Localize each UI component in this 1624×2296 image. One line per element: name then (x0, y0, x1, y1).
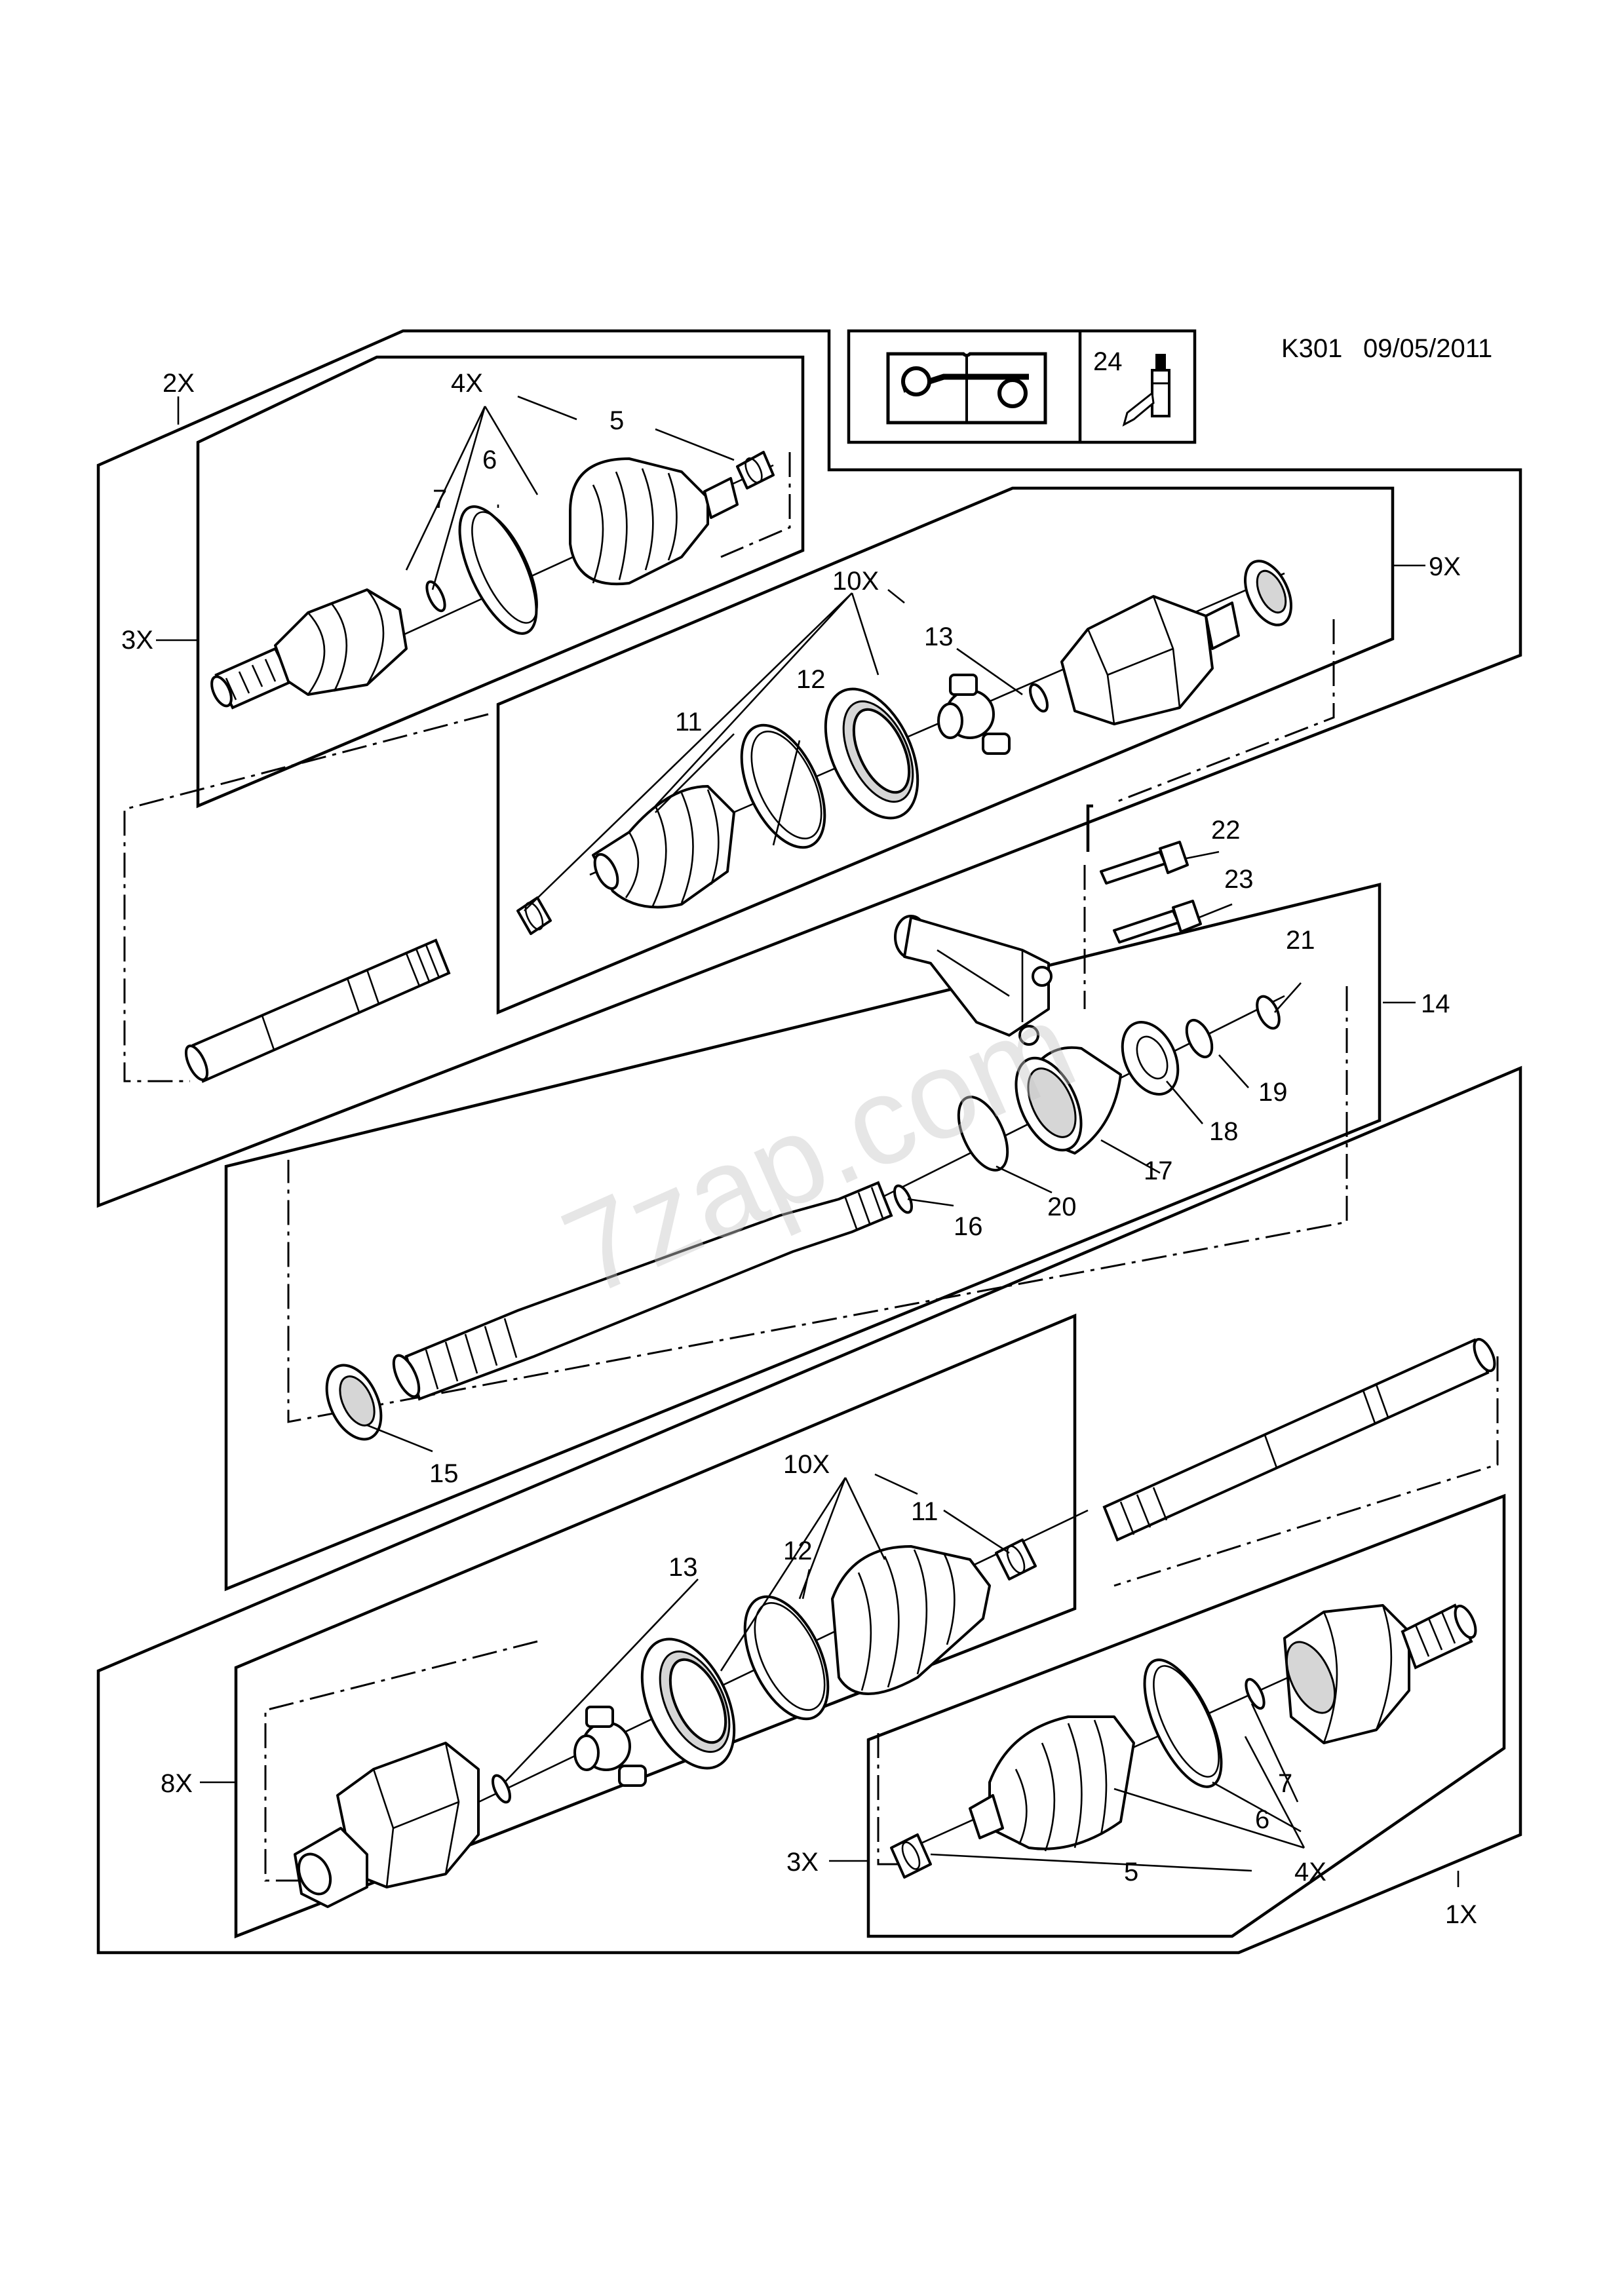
clamp-5-bottom (890, 1833, 932, 1879)
callout-15: 15 (429, 1459, 459, 1488)
callout-1x: 1X (1445, 1900, 1477, 1929)
lubricant-bottle-icon (1122, 354, 1170, 427)
circlip-20 (957, 1096, 1009, 1172)
boot-10x-bottom (831, 1545, 991, 1695)
callout-18: 18 (1209, 1117, 1239, 1146)
callout-5-top: 5 (609, 406, 624, 435)
callout-19: 19 (1258, 1078, 1288, 1107)
callout-20: 20 (1047, 1193, 1077, 1221)
leader-lines (156, 395, 1460, 1887)
frame-inner-joint-bottom (234, 1313, 1077, 1939)
circlip-21 (1256, 995, 1281, 1030)
dash-bottom-joint (877, 1733, 898, 1866)
callout-12-top: 12 (796, 665, 826, 694)
frame-bearing-bracket (1086, 804, 1093, 852)
dash-right-top (1113, 619, 1335, 804)
tripod-spider-bottom (573, 1706, 647, 1787)
tripod-housing-top (1060, 595, 1240, 725)
bolt-22 (1100, 841, 1189, 885)
callout-6-bottom: 6 (1255, 1805, 1269, 1834)
bolt-23 (1113, 900, 1202, 944)
callout-23: 23 (1224, 865, 1254, 894)
callout-2x: 2X (163, 369, 195, 398)
callout-8x: 8X (161, 1769, 193, 1798)
callout-4x-top: 4X (451, 369, 483, 398)
callout-10x-bottom: 10X (783, 1450, 830, 1479)
dash-left-long (123, 713, 489, 1082)
clamp-ring-12-bottom (743, 1595, 830, 1721)
bearing-18 (1121, 1021, 1180, 1096)
frame-outer-joint-top (196, 355, 805, 809)
frame-assembly-2x (96, 329, 1522, 1208)
callout-12-bottom: 12 (783, 1537, 813, 1565)
callout-4x-bottom: 4X (1294, 1858, 1326, 1886)
frame-inner-joint-top (496, 486, 1395, 1015)
boot-4x-bottom (969, 1715, 1135, 1852)
frame-outer-joint-bottom (866, 1493, 1506, 1938)
outer-cv-joint-bottom (1283, 1603, 1477, 1744)
callout-6-top: 6 (482, 446, 497, 474)
callout-10x-top: 10X (832, 567, 879, 596)
boot-ring-bottom (640, 1637, 736, 1770)
callout-7-top: 7 (433, 485, 447, 514)
diagram-date: 09/05/2011 (1363, 334, 1492, 363)
boot-10x-top (592, 785, 735, 909)
legend-box (847, 329, 1197, 444)
circlip-16 (893, 1184, 913, 1214)
clamp-11-top (516, 896, 552, 935)
circlip-13-top (1029, 683, 1049, 713)
bearing-bracket-14 (894, 915, 1053, 1046)
circlip-13-bottom (492, 1774, 511, 1804)
frame-assembly-1x (96, 1065, 1522, 1955)
clamp-5-top (736, 451, 775, 489)
callout-3x-bottom: 3X (786, 1848, 819, 1877)
callout-13-top: 13 (924, 622, 954, 651)
callout-22: 22 (1211, 816, 1241, 845)
callout-14: 14 (1421, 989, 1450, 1018)
callout-13-bottom: 13 (668, 1553, 698, 1582)
clamp-11-bottom (995, 1539, 1037, 1580)
intermediate-shaft (392, 1181, 893, 1401)
circlip-19 (1185, 1018, 1214, 1059)
seal-15 (325, 1364, 383, 1441)
boot-4x-top (569, 457, 739, 586)
circlip-7-top (425, 580, 446, 613)
tripod-housing-bottom (294, 1742, 480, 1908)
tripod-spider-top (937, 674, 1011, 755)
callout-9x: 9X (1429, 552, 1461, 581)
callout-11-top: 11 (675, 708, 703, 737)
callout-17: 17 (1144, 1157, 1173, 1185)
repair-manual-icon (886, 352, 1047, 425)
circlip-7-bottom (1245, 1677, 1266, 1710)
boot-ring-top (824, 687, 919, 820)
drive-shaft-top (184, 938, 451, 1083)
clamp-ring-6-top (458, 505, 538, 635)
outer-cv-joint-top (210, 588, 408, 710)
callout-21: 21 (1286, 926, 1315, 955)
drive-shaft-bottom (1102, 1337, 1496, 1542)
callout-3x-top: 3X (121, 626, 153, 655)
callout-11-bottom: 11 (911, 1497, 938, 1526)
dash-lower-right (1113, 1356, 1499, 1587)
dash-lower-left (264, 1640, 538, 1882)
seal-9x-top (1244, 560, 1292, 626)
bearing-housing-17 (1015, 1046, 1122, 1155)
callout-5-bottom: 5 (1124, 1858, 1138, 1886)
diagram-code: K301 (1281, 334, 1342, 363)
clamp-ring-6-bottom (1143, 1658, 1223, 1788)
callout-16: 16 (954, 1212, 983, 1241)
legend-item-number: 24 (1093, 347, 1123, 376)
callout-7-bottom: 7 (1278, 1769, 1292, 1798)
clamp-ring-12-top (740, 723, 826, 849)
dash-top-outer (720, 452, 791, 558)
dash-middle (287, 986, 1348, 1423)
